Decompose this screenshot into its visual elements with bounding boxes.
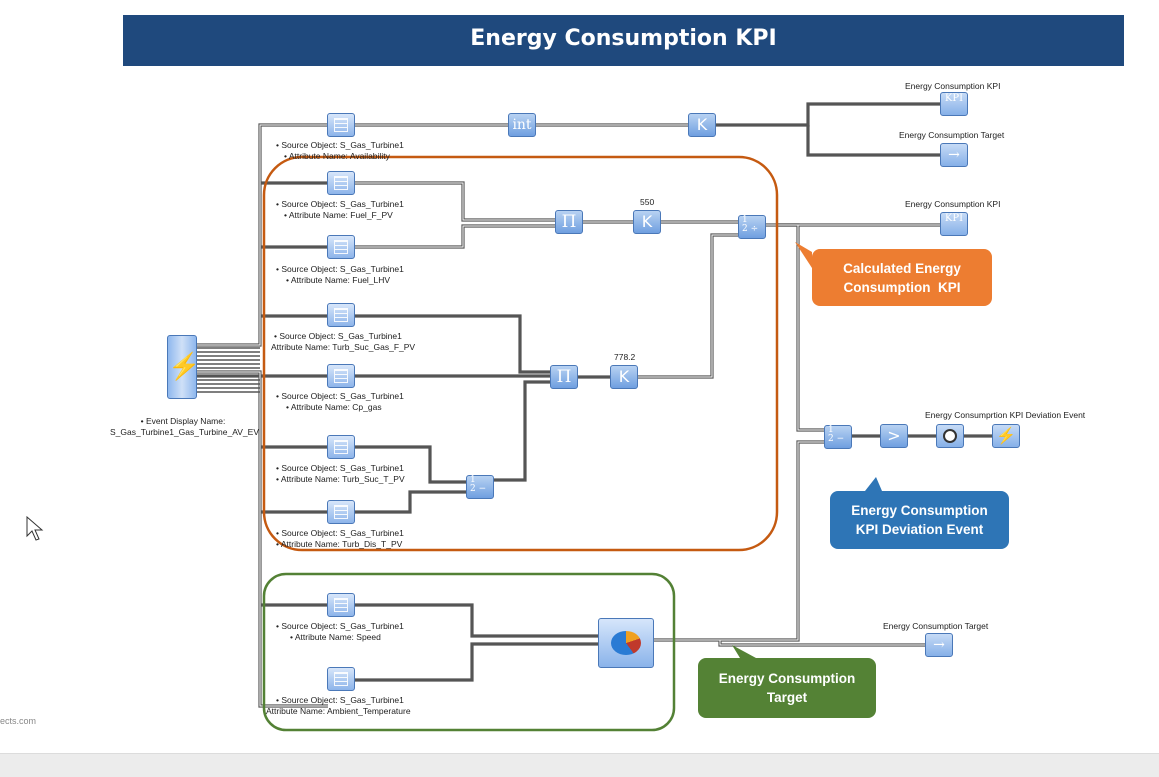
source-label: • Source Object: S_Gas_Turbine1• Attribu… <box>276 528 404 549</box>
constant-block-550[interactable]: K <box>633 210 661 234</box>
product-block-1[interactable]: Π <box>555 210 583 234</box>
lightning-icon: ⚡ <box>168 352 201 382</box>
page-title: Energy Consumption KPI <box>470 26 777 51</box>
source-label: • Source Object: S_Gas_Turbine1• Attribu… <box>276 199 404 220</box>
subtract-block-deviation[interactable]: 1 2 − <box>824 425 852 449</box>
source-block-ambient-temp[interactable] <box>327 667 355 691</box>
pie-chart-icon <box>611 631 641 655</box>
source-block-fuel-lhv[interactable] <box>327 235 355 259</box>
event-output-block[interactable]: ⚡ <box>992 424 1020 448</box>
event-source-label: • Event Display Name: S_Gas_Turbine1_Gas… <box>110 416 259 437</box>
source-block-speed[interactable] <box>327 593 355 617</box>
source-block-turb-suc-t[interactable] <box>327 435 355 459</box>
output-label-deviation: Energy Consumprtion KPI Deviation Event <box>925 410 1086 420</box>
output-kpi-mid[interactable]: KPI <box>940 212 968 236</box>
output-kpi-top[interactable]: KPI <box>940 92 968 116</box>
source-block-availability[interactable] <box>327 113 355 137</box>
title-banner: Energy Consumption KPI <box>123 15 1124 66</box>
bottom-bar <box>0 753 1159 777</box>
lightning-icon: ⚡ <box>996 426 1016 445</box>
source-block-cp-gas[interactable] <box>327 364 355 388</box>
stopwatch-icon <box>943 429 957 443</box>
callout-target: Energy Consumption Target <box>698 658 876 718</box>
integral-block[interactable]: int <box>508 113 536 137</box>
source-label: • Source Object: S_Gas_Turbine1• Attribu… <box>276 463 405 484</box>
output-target-top[interactable]: → <box>940 143 968 167</box>
source-label: • Source Object: S_Gas_Turbine1• Attribu… <box>276 391 404 412</box>
source-block-fuel-f-pv[interactable] <box>327 171 355 195</box>
constant-value-778: 778.2 <box>614 352 636 362</box>
source-label: • Source Object: S_Gas_Turbine1• Attribu… <box>276 264 404 285</box>
mouse-cursor-icon <box>26 516 44 541</box>
target-calculation-block[interactable] <box>598 618 654 668</box>
product-block-2[interactable]: Π <box>550 365 578 389</box>
target-frame <box>262 572 676 732</box>
callout-deviation-event: Energy Consumption KPI Deviation Event <box>830 491 1009 549</box>
constant-block-778[interactable]: K <box>610 365 638 389</box>
output-label-kpi-top: Energy Consumption KPI <box>905 81 1001 91</box>
watermark: ects.com <box>0 716 37 726</box>
subtract-block-temp[interactable]: 1 2 − <box>466 475 494 499</box>
source-block-turb-dis-t[interactable] <box>327 500 355 524</box>
timer-block[interactable] <box>936 424 964 448</box>
constant-value-550: 550 <box>640 197 655 207</box>
output-label-target-top: Energy Consumption Target <box>899 130 1005 140</box>
calculated-kpi-frame <box>262 155 779 552</box>
output-label-target-bottom: Energy Consumption Target <box>883 621 989 631</box>
divide-block[interactable]: 1 2 ÷ <box>738 215 766 239</box>
event-source-block[interactable]: ⚡ <box>167 335 201 399</box>
source-label: • Source Object: S_Gas_Turbine1• Attribu… <box>276 140 404 161</box>
output-label-kpi-mid: Energy Consumption KPI <box>905 199 1001 209</box>
compare-block[interactable]: > <box>880 424 908 448</box>
constant-block-top[interactable]: K <box>688 113 716 137</box>
output-target-bottom[interactable]: → <box>925 633 953 657</box>
callout-calculated-kpi: Calculated Energy Consumption KPI <box>812 249 992 306</box>
source-block-turb-suc-gas[interactable] <box>327 303 355 327</box>
source-label: • Source Object: S_Gas_Turbine1• Attribu… <box>276 621 404 642</box>
